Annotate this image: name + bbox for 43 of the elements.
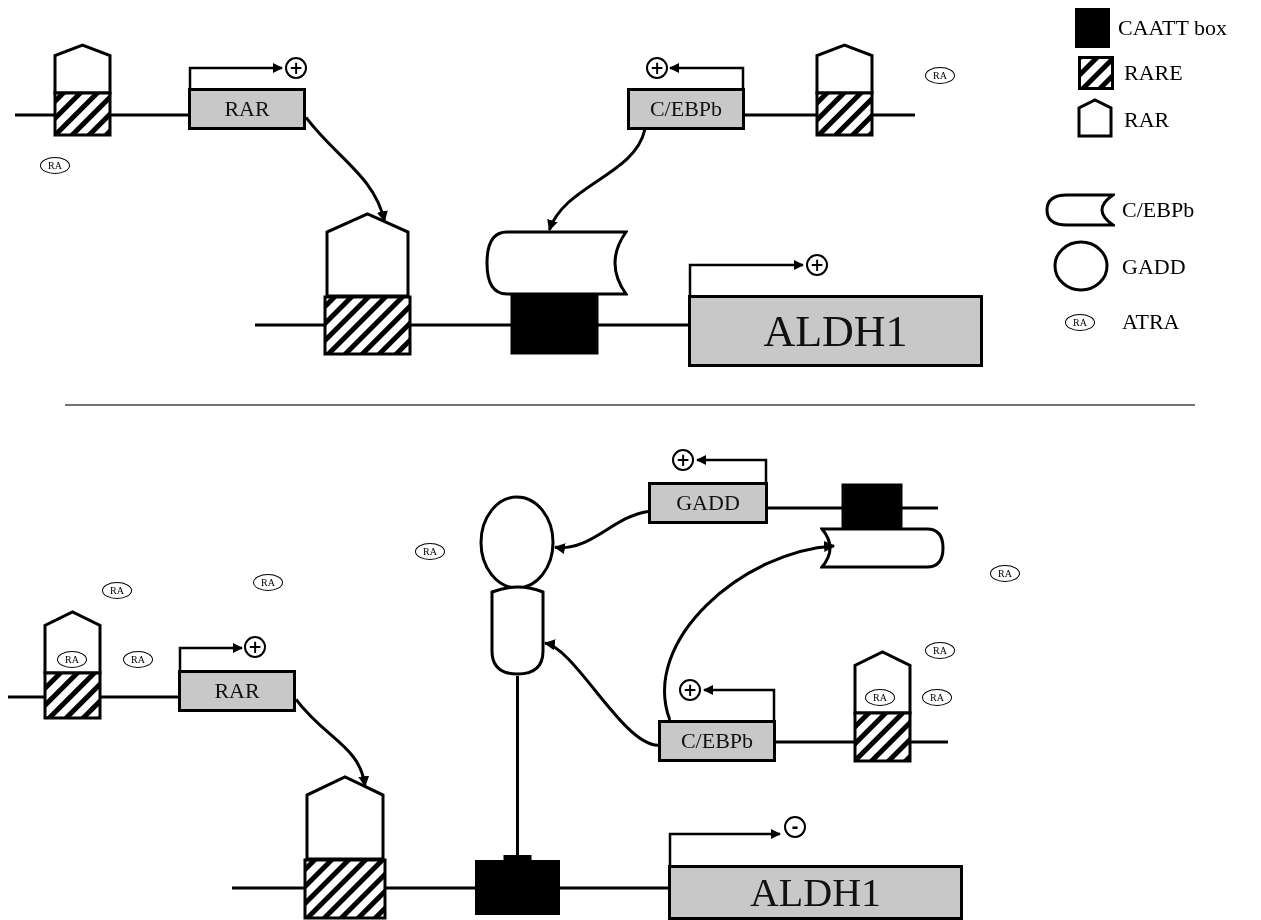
activation-sign: + — [672, 449, 694, 471]
pentagon-protein-shape — [325, 212, 410, 298]
activation-sign: + — [646, 57, 668, 79]
ligand-label: RA — [253, 573, 283, 591]
legend-text: ATRA — [1122, 309, 1180, 335]
gene-box: GADD — [648, 482, 768, 524]
ligand-label: RA — [922, 688, 952, 706]
curved-arrow — [294, 698, 369, 788]
ligand-label: RA — [990, 564, 1020, 582]
legend-text: GADD — [1122, 254, 1186, 280]
legend-text: C/EBPb — [1122, 197, 1195, 223]
ligand-label: RA — [925, 66, 955, 84]
gene-box: RAR — [178, 670, 296, 712]
repression-sign: - — [784, 816, 806, 838]
legend-text: RARE — [1124, 60, 1183, 86]
curved-arrow — [553, 509, 649, 554]
activation-sign: + — [806, 254, 828, 276]
curved-arrow — [304, 116, 388, 223]
curved-arrow — [663, 541, 836, 721]
pentagon-protein-shape — [305, 775, 385, 861]
gene-box: ALDH1 — [668, 865, 963, 920]
legend-text: RAR — [1124, 107, 1170, 133]
ligand-label: RA — [925, 641, 955, 659]
curved-arrow — [543, 641, 659, 747]
activation-sign: + — [244, 636, 266, 658]
caat-box-block — [475, 860, 560, 915]
half-cylinder-protein-shape — [490, 582, 545, 676]
curved-arrow — [548, 129, 647, 231]
activation-sign: + — [679, 679, 701, 701]
gene-box: RAR — [188, 88, 306, 130]
ligand-label: RA — [40, 156, 70, 174]
gene-box: C/EBPb — [627, 88, 745, 130]
ligand-label: RA — [102, 581, 132, 599]
ligand-label: RA — [1065, 313, 1095, 331]
gene-box: ALDH1 — [688, 295, 983, 367]
gene-box: C/EBPb — [658, 720, 776, 762]
ligand-label: RA — [415, 542, 445, 560]
legend-text: CAATT box — [1118, 15, 1227, 41]
activation-sign: + — [285, 57, 307, 79]
half-cylinder-protein-shape — [485, 230, 628, 296]
ligand-label: RA — [123, 650, 153, 668]
oval-protein-shape — [479, 495, 555, 590]
half-cylinder-protein-shape — [820, 527, 945, 569]
